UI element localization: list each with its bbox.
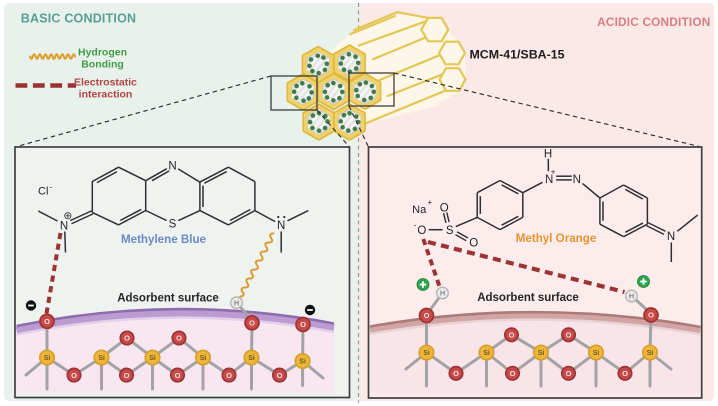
svg-text:Electrostatic: Electrostatic [74,77,137,89]
svg-text:Hydrogen: Hydrogen [78,47,127,59]
svg-text:Si: Si [483,350,490,357]
svg-text:O: O [249,319,255,328]
svg-text:O: O [124,334,130,343]
svg-text:O: O [566,369,572,378]
svg-text:H: H [440,291,445,298]
svg-text:N: N [573,174,581,186]
svg-text:O: O [175,371,181,380]
svg-text:-: - [414,221,417,230]
svg-text:O: O [469,238,478,250]
svg-text:N: N [60,221,68,233]
svg-text:O: O [440,202,449,214]
svg-text:O: O [226,371,232,380]
svg-text:Cl: Cl [38,186,48,198]
svg-text:S: S [169,219,177,231]
svg-text:O: O [509,331,515,340]
svg-text:Si: Si [98,355,105,362]
svg-text:H: H [234,300,239,307]
svg-text:Adsorbent surface: Adsorbent surface [477,292,579,304]
svg-text:Si: Si [149,355,156,362]
svg-text:Si: Si [647,350,654,357]
svg-text:ACIDIC CONDITION: ACIDIC CONDITION [597,15,710,29]
svg-text:Na: Na [412,204,427,216]
svg-text:Si: Si [44,355,51,362]
svg-text:Methyl Orange: Methyl Orange [516,232,597,245]
svg-text:Bonding: Bonding [81,59,124,71]
svg-text:+: + [551,167,556,176]
svg-text:H: H [544,149,552,161]
svg-text:O: O [71,371,77,380]
svg-text:O: O [277,371,283,380]
svg-text:Si: Si [299,359,306,366]
svg-text:BASIC CONDITION: BASIC CONDITION [21,12,137,26]
svg-text:O: O [622,369,628,378]
svg-text:N: N [277,220,285,232]
svg-text:O: O [44,317,50,326]
svg-text:O: O [176,334,182,343]
svg-text:O: O [510,369,516,378]
svg-text:S: S [446,225,454,237]
svg-text:O: O [648,311,654,320]
svg-text:N: N [168,161,176,173]
svg-text:-: - [50,183,53,192]
svg-text:Si: Si [423,350,430,357]
svg-text:Methylene Blue: Methylene Blue [121,233,207,246]
svg-text:O: O [124,371,130,380]
svg-text:Si: Si [200,355,207,362]
svg-text:interaction: interaction [79,89,133,101]
svg-text:O: O [300,320,306,329]
svg-text:Si: Si [593,350,600,357]
svg-text:O: O [453,369,459,378]
svg-text:N: N [667,231,675,243]
svg-text:+: + [428,198,433,207]
svg-text:O: O [417,225,426,237]
svg-text:O: O [566,331,572,340]
svg-text:Adsorbent surface: Adsorbent surface [117,293,219,305]
svg-text:Si: Si [538,350,545,357]
svg-text:O: O [424,311,430,320]
svg-text:MCM-41/SBA-15: MCM-41/SBA-15 [469,48,564,62]
svg-text:Si: Si [248,355,255,362]
svg-text:H: H [629,294,634,301]
svg-text:N: N [545,174,553,186]
